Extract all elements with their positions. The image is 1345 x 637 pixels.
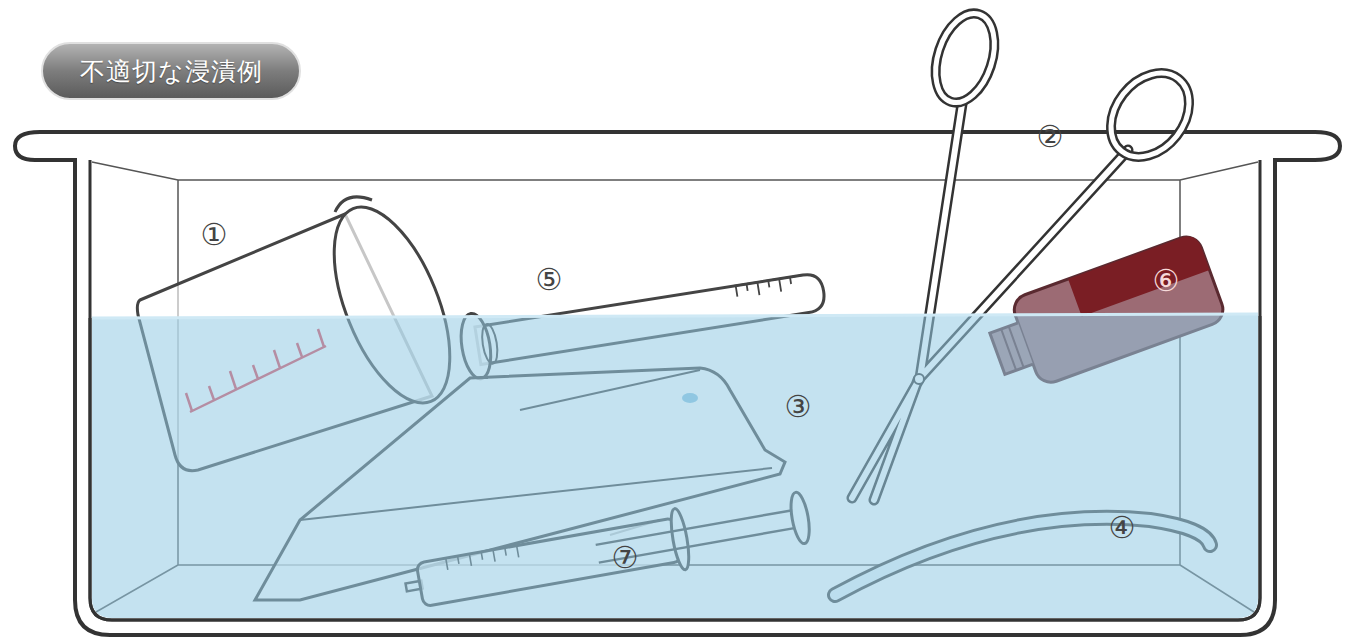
basin-inner-wall (90, 316, 1260, 620)
callout-number: ① (201, 220, 228, 250)
cup-spout (335, 197, 372, 212)
callout-number: ⑥ (1153, 266, 1180, 296)
basin (15, 132, 1340, 635)
scissors-ring (1095, 58, 1205, 172)
title-badge (42, 43, 300, 99)
bottle-liquid (1068, 233, 1209, 317)
scissors-ring (925, 6, 1005, 110)
callout-number: ⑤ (536, 265, 563, 295)
basin-inner-wall (90, 160, 1260, 620)
basin-outline (15, 132, 1340, 635)
water-surface (92, 314, 1258, 318)
cylinder-scale (734, 275, 805, 299)
scissors-ring (1095, 58, 1205, 172)
scissors-ring (925, 6, 1005, 110)
callout-number: ⑦ (612, 543, 639, 573)
callout-number: ③ (785, 392, 812, 422)
callout-number: ② (1037, 122, 1064, 152)
water (92, 314, 1258, 618)
callout-number: ④ (1109, 513, 1136, 543)
title-text: 不適切な浸漬例 (80, 55, 263, 88)
